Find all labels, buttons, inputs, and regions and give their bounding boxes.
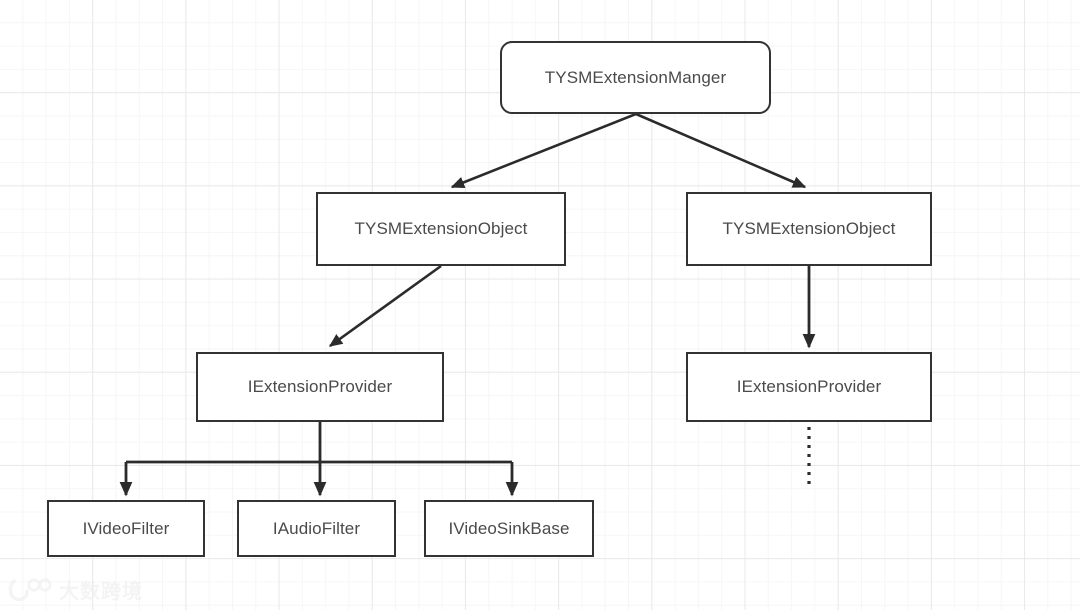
node-iaudiofilter[interactable]: IAudioFilter xyxy=(237,500,396,557)
node-tysmextensionobject-left[interactable]: TYSMExtensionObject xyxy=(316,192,566,266)
node-tysmextensionmanger[interactable]: TYSMExtensionManger xyxy=(500,41,771,114)
node-label: IExtensionProvider xyxy=(736,377,882,396)
edge-manager-to-object-right xyxy=(635,112,807,189)
node-tysmextensionobject-right[interactable]: TYSMExtensionObject xyxy=(686,192,932,266)
node-label: IVideoSinkBase xyxy=(448,518,570,538)
node-ivideofilter[interactable]: IVideoFilter xyxy=(47,500,205,557)
node-iextensionprovider-right[interactable]: IExtensionProvider xyxy=(686,352,932,422)
watermark-text: 大数跨境 xyxy=(59,579,143,603)
edge-object-left-to-provider-left xyxy=(328,264,442,348)
node-iextensionprovider-left[interactable]: IExtensionProvider xyxy=(196,352,444,422)
edge-manager-to-object-left xyxy=(450,112,637,189)
node-label: TYSMExtensionObject xyxy=(354,219,528,238)
node-label: IExtensionProvider xyxy=(247,377,393,396)
node-label: TYSMExtensionManger xyxy=(544,67,727,87)
node-ivideosinkbase[interactable]: IVideoSinkBase xyxy=(424,500,594,557)
node-label: IAudioFilter xyxy=(272,518,361,538)
node-label: TYSMExtensionObject xyxy=(722,219,896,238)
watermark: 大数跨境 xyxy=(8,575,143,604)
dashu-kuajing-logo-icon xyxy=(8,577,52,601)
node-label: IVideoFilter xyxy=(82,518,170,538)
